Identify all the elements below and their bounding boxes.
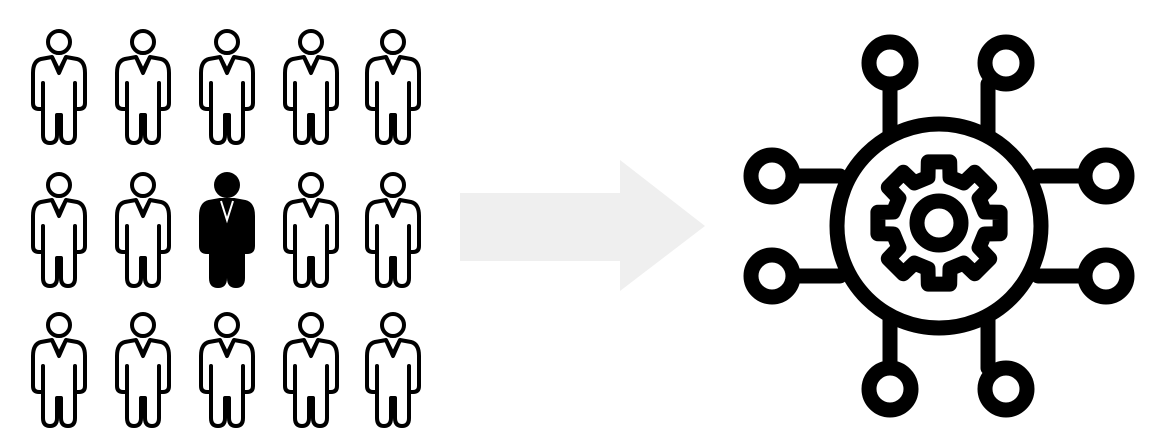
person-filled-icon (199, 170, 255, 288)
person-icon (283, 172, 339, 288)
person-icon (283, 29, 339, 145)
person-icon (31, 172, 87, 288)
person-icon (283, 312, 339, 428)
person-icon (31, 29, 87, 145)
person-icon (365, 172, 421, 288)
gear-icon (870, 154, 1008, 292)
person-icon (31, 312, 87, 428)
person-icon (115, 29, 171, 145)
person-icon (115, 172, 171, 288)
person-icon (365, 312, 421, 428)
person-icon (199, 312, 255, 428)
arrow-right-icon (460, 160, 705, 291)
person-icon (199, 29, 255, 145)
person-icon (365, 29, 421, 145)
gear-network-icon (743, 34, 1135, 418)
people-grid (31, 29, 421, 428)
person-icon (115, 312, 171, 428)
